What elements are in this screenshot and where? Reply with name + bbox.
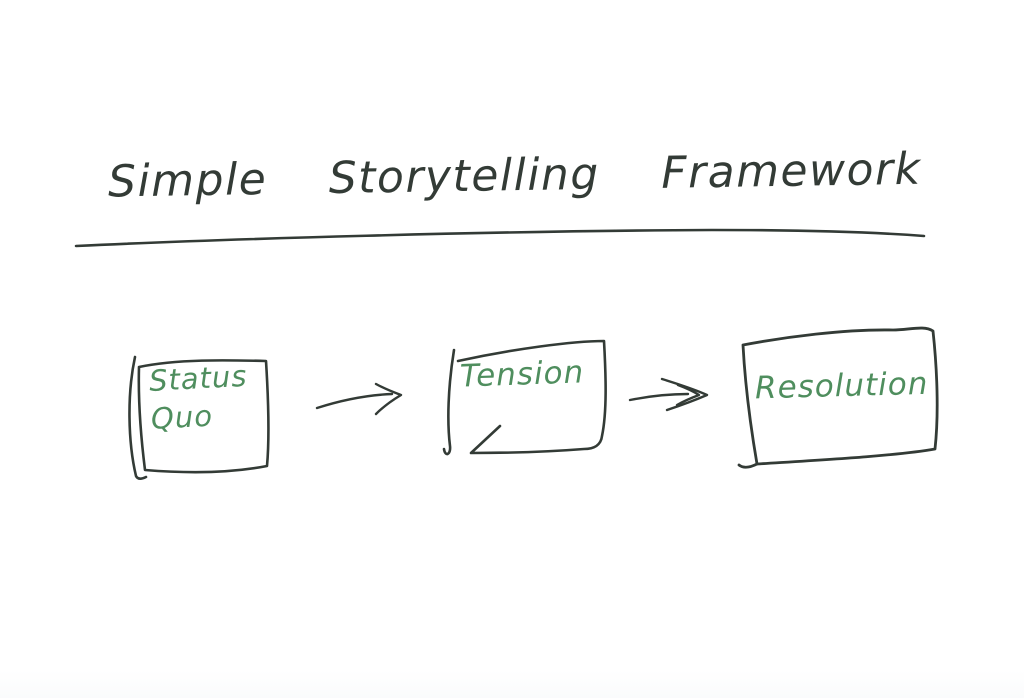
step-label: Status Quo <box>148 358 249 436</box>
step-box-resolution: Resolution <box>725 318 945 473</box>
diagram-title: Simple Storytelling Framework <box>107 143 922 208</box>
step-box-tension: Tension <box>438 332 613 467</box>
step-label: Tension <box>459 354 585 395</box>
step-label: Resolution <box>754 365 929 407</box>
box-outline <box>128 355 270 481</box>
box-outline <box>442 339 607 456</box>
step-box-status-quo: Status Quo <box>122 348 282 488</box>
flow-arrow-icon <box>315 382 403 416</box>
box-outline <box>737 326 939 469</box>
title-underline <box>74 228 926 248</box>
flow-arrow-icon <box>628 377 709 412</box>
